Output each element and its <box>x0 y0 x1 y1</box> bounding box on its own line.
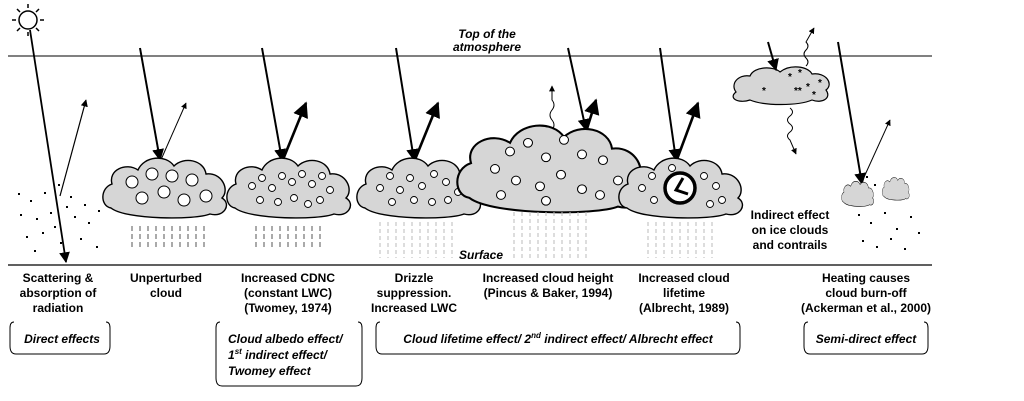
effect-label-lifetime: Cloud lifetime effect/ 2nd indirect effe… <box>403 331 713 346</box>
incoming-solar-ray <box>837 41 867 186</box>
effect-label-direct: Direct effects <box>24 332 100 346</box>
reflected-ray <box>859 119 891 187</box>
panel-label-drizzle-l3: Increased LWC <box>371 301 457 315</box>
semi-direct-effect-bracket <box>803 321 929 355</box>
cloud-albedo-effect-bracket <box>215 321 363 387</box>
clock-icon <box>663 171 697 205</box>
panel-label-cdnc-l1: Increased CDNC <box>241 271 335 285</box>
svg-text:**: ** <box>794 86 802 97</box>
incoming-solar-ray <box>29 29 70 264</box>
effect-label-semidirect: Semi-direct effect <box>816 332 917 346</box>
aerosol-particles <box>18 184 100 252</box>
effect-label-albedo-l1: Cloud albedo effect/ <box>228 332 344 346</box>
panel-label-semidirect-l2: cloud burn-off <box>825 286 907 300</box>
sun-icon <box>12 4 44 36</box>
effect-label-albedo-l2: 1st indirect effect/ <box>228 347 329 362</box>
reflected-ray <box>584 98 600 133</box>
svg-text:*: * <box>788 72 792 83</box>
effect-label-albedo-l3: Twomey effect <box>228 364 312 378</box>
incoming-solar-ray <box>395 47 419 162</box>
surface-label: Surface <box>459 248 503 262</box>
ice-crystal-icon: *** **** * <box>762 68 822 101</box>
toa-label-line2: atmosphere <box>453 40 521 54</box>
wavy-longwave-arrow-icon <box>549 85 555 131</box>
cloud-icon <box>881 177 910 201</box>
panel-label-height-l1: Increased cloud height <box>483 271 614 285</box>
rain-streaks-icon <box>513 212 587 258</box>
incoming-solar-ray <box>567 47 590 132</box>
panel-label-semidirect-l1: Heating causes <box>822 271 910 285</box>
cloud-icon <box>841 180 875 207</box>
panel-label-ice-l2: on ice clouds <box>752 223 829 237</box>
cloud-icon <box>102 157 228 219</box>
panel-label-drizzle-l1: Drizzle <box>395 271 434 285</box>
cloud-icon <box>618 157 744 219</box>
svg-text:*: * <box>806 82 810 93</box>
rain-streaks-icon <box>379 222 453 258</box>
panel-label-drizzle-l2: suppression. <box>377 286 452 300</box>
panel-label-unperturbed-l1: Unperturbed <box>130 271 202 285</box>
aerosol-particles <box>858 176 920 250</box>
rain-streaks-icon <box>647 222 713 258</box>
panel-label-lifetime-l1: Increased cloud <box>638 271 729 285</box>
cloud-icon <box>356 157 482 219</box>
rain-streaks-icon <box>131 226 205 250</box>
direct-effects-bracket <box>9 321 111 355</box>
incoming-solar-ray <box>139 47 165 162</box>
panel-label-height-l2: (Pincus & Baker, 1994) <box>484 286 613 300</box>
panel-label-semidirect-l3: (Ackerman et al., 2000) <box>801 301 931 315</box>
svg-text:*: * <box>798 68 802 79</box>
panel-label-scattering-l3: radiation <box>33 301 84 315</box>
scattered-ray <box>59 99 88 197</box>
panel-label-lifetime-l3: (Albrecht, 1989) <box>639 301 729 315</box>
svg-text:*: * <box>818 78 822 89</box>
cloud-icon <box>456 124 644 214</box>
incoming-solar-ray <box>767 41 779 72</box>
panel-label-cdnc-l3: (Twomey, 1974) <box>244 301 332 315</box>
svg-text:*: * <box>762 86 766 97</box>
svg-text:*: * <box>812 90 816 101</box>
cloud-lifetime-effect-bracket <box>375 321 741 355</box>
panel-label-ice-l3: and contrails <box>753 238 828 252</box>
cloud-icon <box>226 157 352 219</box>
wavy-longwave-arrow-icon <box>803 27 815 67</box>
panel-label-cdnc-l2: (constant LWC) <box>244 286 332 300</box>
ice-cloud-icon: *** **** * <box>732 66 830 106</box>
incoming-solar-ray <box>261 47 287 162</box>
reflected-ray <box>280 101 308 163</box>
toa-label-line1: Top of the <box>458 27 516 41</box>
incoming-solar-ray <box>659 47 681 162</box>
reflected-ray <box>412 101 440 163</box>
panel-label-unperturbed-l2: cloud <box>150 286 182 300</box>
rain-streaks-icon <box>255 226 321 250</box>
panel-label-scattering-l2: absorption of <box>20 286 98 300</box>
reflected-ray <box>159 102 187 163</box>
panel-label-scattering-l1: Scattering & <box>23 271 94 285</box>
panel-label-lifetime-l2: lifetime <box>663 286 705 300</box>
reflected-ray <box>674 101 701 163</box>
wavy-longwave-arrow-icon <box>787 107 797 155</box>
panel-label-ice-l1: Indirect effect <box>751 208 830 222</box>
